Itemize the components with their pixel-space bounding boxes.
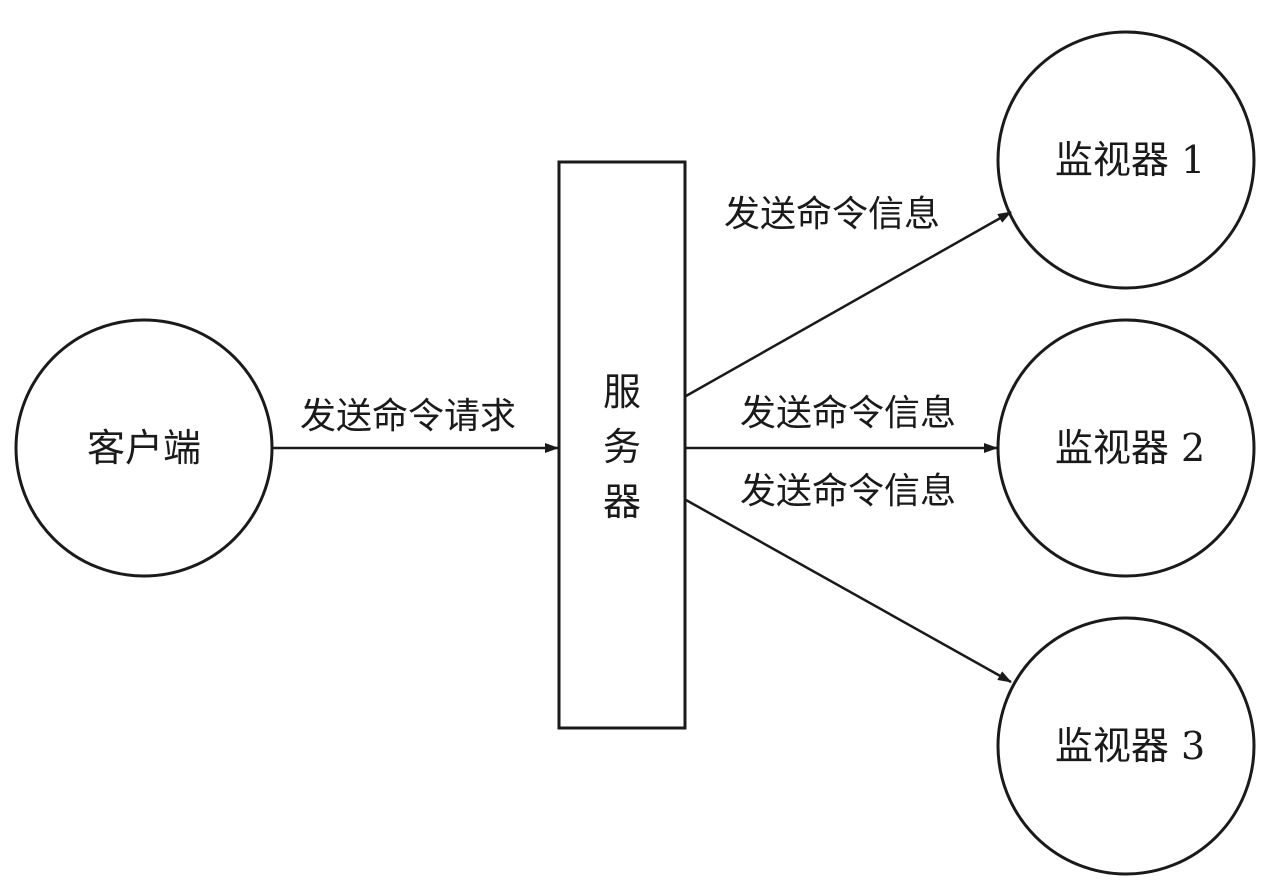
client-to-server-edge: 发送命令请求 <box>272 396 559 453</box>
server-to-monitor-1-label: 发送命令信息 <box>724 194 940 235</box>
server-to-monitor-1-arrow <box>685 210 1012 398</box>
server-to-monitor-2-label: 发送命令信息 <box>740 393 956 434</box>
client-label: 客户端 <box>87 426 201 470</box>
server-label-line-2: 务 <box>603 425 641 469</box>
server-to-monitor-3-label: 发送命令信息 <box>740 471 956 512</box>
server-to-monitor-3-arrow <box>685 498 1012 684</box>
monitor-2-circle <box>996 318 1256 578</box>
server-label-line-3: 器 <box>603 480 641 524</box>
client-to-server-label: 发送命令请求 <box>300 396 516 437</box>
monitor-2-label: 监视器 2 <box>1055 426 1205 470</box>
server-to-monitor-2-edge: 发送命令信息 <box>686 393 998 453</box>
monitor-3-label: 监视器 3 <box>1055 724 1205 768</box>
monitor-1-label: 监视器 1 <box>1055 138 1205 182</box>
server-to-monitor-3-edge: 发送命令信息 <box>685 471 1012 684</box>
server-node: 服 务 器 <box>557 160 687 730</box>
monitor-3-circle <box>996 616 1256 876</box>
monitor-2-node: 监视器 2 <box>996 318 1256 578</box>
monitor-1-circle <box>996 30 1256 290</box>
server-box <box>557 160 687 730</box>
server-label-line-1: 服 <box>603 370 641 414</box>
monitor-3-node: 监视器 3 <box>996 616 1256 876</box>
monitor-1-node: 监视器 1 <box>996 30 1256 290</box>
client-node: 客户端 <box>14 318 274 578</box>
server-to-monitor-1-edge: 发送命令信息 <box>685 194 1012 398</box>
